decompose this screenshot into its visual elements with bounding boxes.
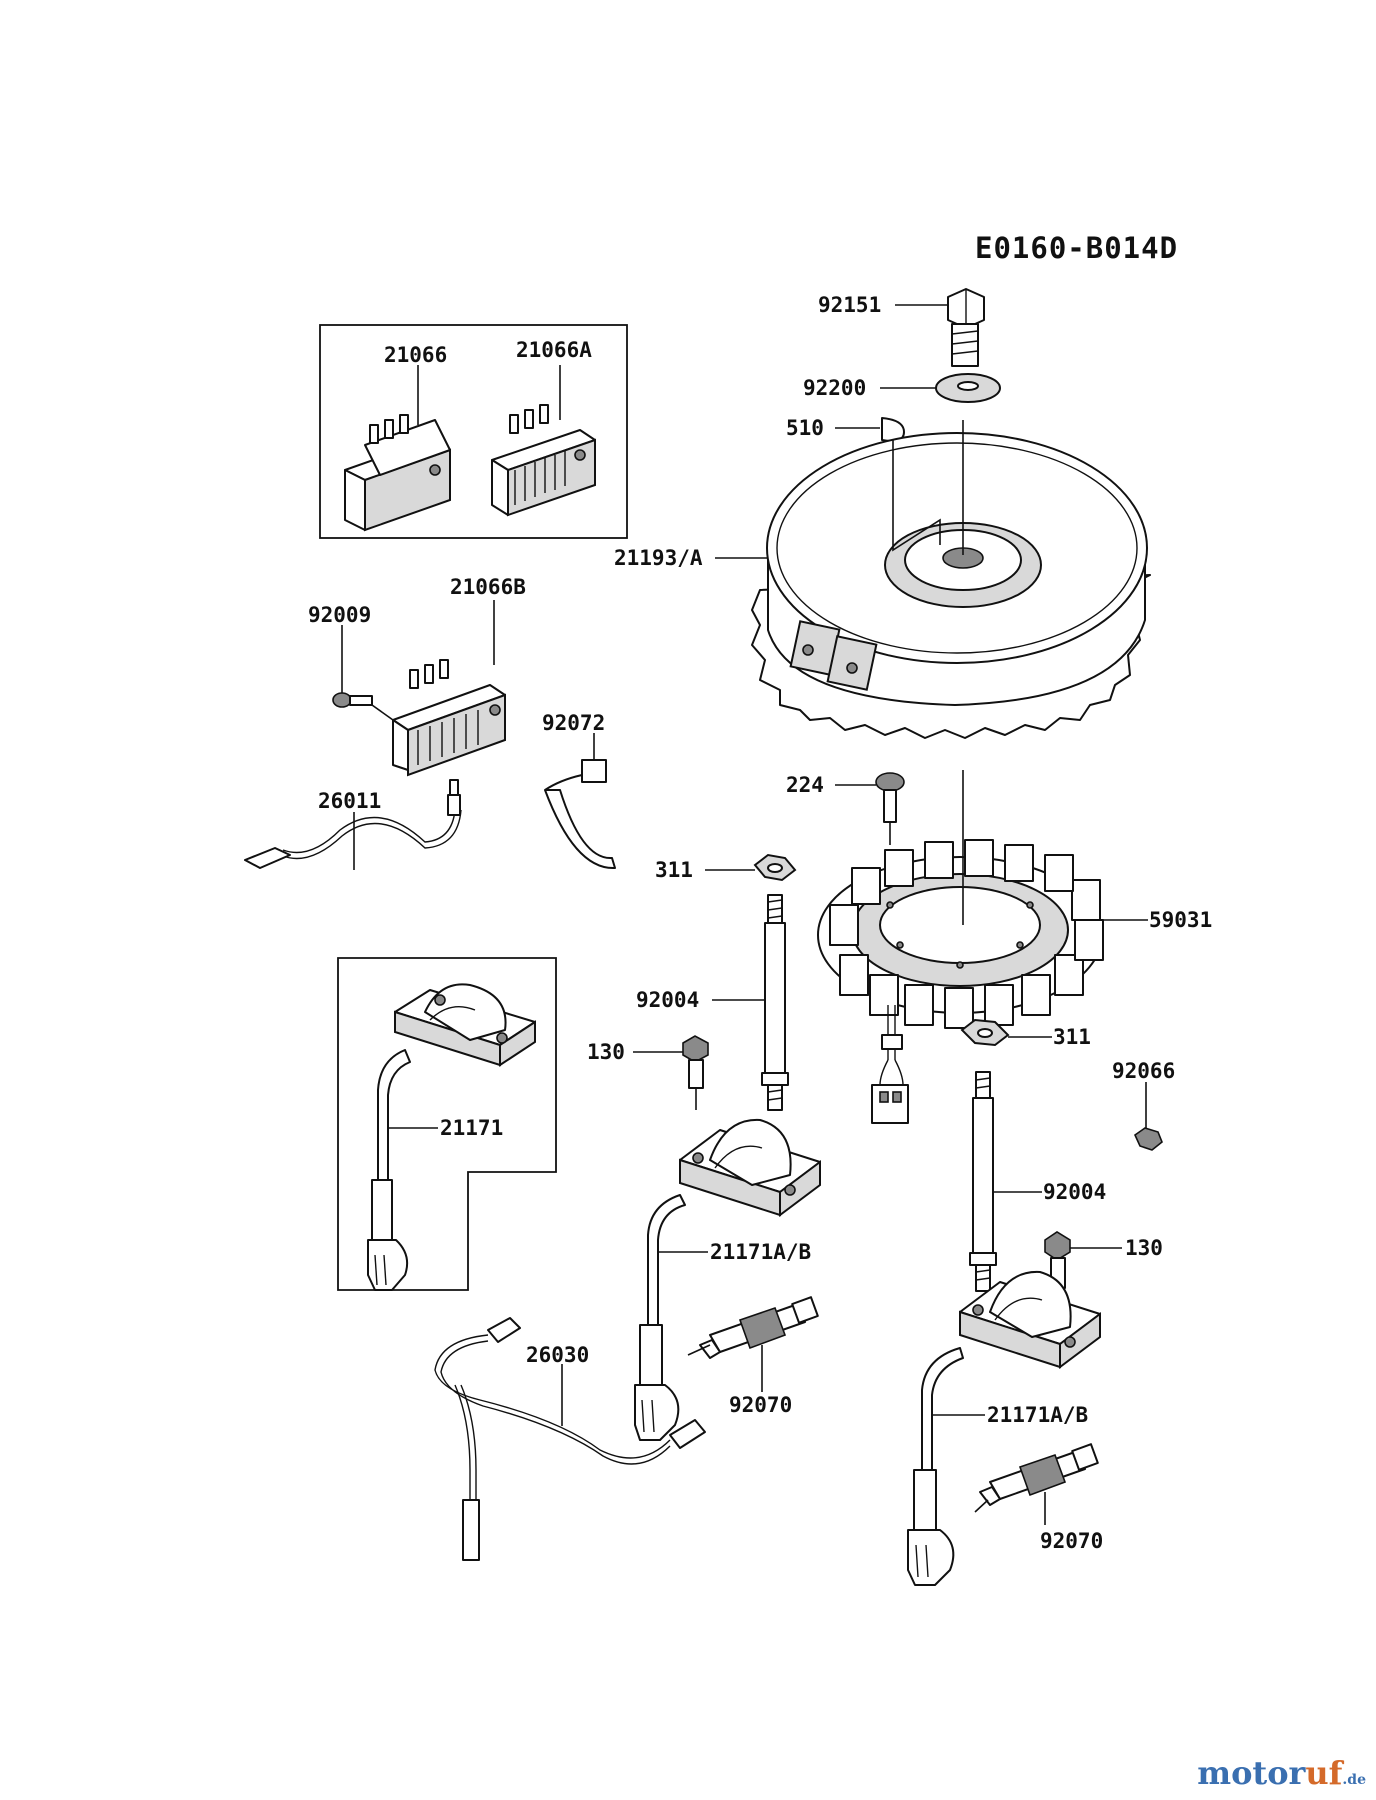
callout-92072: 92072 — [542, 711, 605, 735]
lead-wire-26030-icon — [434, 1317, 706, 1561]
ignition-coil-21171ab-right-icon — [907, 1270, 1101, 1586]
callout-92070-center: 92070 — [729, 1393, 792, 1417]
callout-92004-right: 92004 — [1043, 1180, 1106, 1204]
bolt-130-left-icon — [682, 1035, 709, 1089]
callout-59031: 59031 — [1149, 908, 1212, 932]
nut-311-top-icon — [753, 853, 797, 882]
callout-510: 510 — [786, 416, 824, 440]
ignition-coil-21171-icon — [367, 983, 536, 1291]
callout-26030: 26030 — [526, 1343, 589, 1367]
callout-92151: 92151 — [818, 293, 881, 317]
regulator-group-frame — [319, 324, 628, 539]
bolt-224-icon — [875, 772, 905, 823]
callout-21193a: 21193/A — [614, 546, 703, 570]
callout-224: 224 — [786, 773, 824, 797]
coil-21171-frame — [337, 957, 557, 1291]
callout-21066b: 21066B — [450, 575, 526, 599]
lead-wire-26011-icon — [244, 779, 462, 869]
clamp-92072-icon — [544, 759, 616, 870]
callout-92070-right: 92070 — [1040, 1529, 1103, 1553]
stator-connector-icon — [871, 1005, 909, 1124]
callout-21171ab-right: 21171A/B — [987, 1403, 1088, 1427]
stud-92004-left-icon — [761, 894, 789, 1111]
watermark-part2: uf — [1305, 1754, 1343, 1792]
regulator-21066b-icon — [392, 659, 506, 777]
screw-92009-icon — [332, 692, 373, 708]
callout-130-right: 130 — [1125, 1236, 1163, 1260]
callout-21066a: 21066A — [516, 338, 592, 362]
stud-92004-right-icon — [969, 1071, 997, 1292]
washer-92200-icon — [935, 373, 1001, 403]
regulator-21066-icon — [344, 414, 451, 532]
callout-92004-left: 92004 — [636, 988, 699, 1012]
callout-311-top: 311 — [655, 858, 693, 882]
callout-21066: 21066 — [384, 343, 447, 367]
callout-130-left: 130 — [587, 1040, 625, 1064]
callout-92066: 92066 — [1112, 1059, 1175, 1083]
callout-92200: 92200 — [803, 376, 866, 400]
callout-92009: 92009 — [308, 603, 371, 627]
diagram-reference-code: E0160-B014D — [975, 231, 1178, 265]
watermark-logo: motoruf.de — [1197, 1754, 1366, 1792]
ignition-coil-21171ab-center-icon — [634, 1118, 821, 1441]
spark-plug-92070-right-icon — [979, 1443, 1099, 1506]
nut-92066-icon — [1133, 1127, 1163, 1151]
callout-21171ab-center: 21171A/B — [710, 1240, 811, 1264]
bolt-92151-icon — [947, 288, 985, 367]
watermark-part1: motor — [1197, 1754, 1306, 1792]
watermark-part3: .de — [1342, 1772, 1366, 1788]
stator-59031-icon — [817, 839, 1104, 1029]
spark-plug-92070-center-icon — [699, 1296, 819, 1359]
callout-311-lower: 311 — [1053, 1025, 1091, 1049]
regulator-21066a-icon — [491, 404, 596, 517]
flywheel-21193-icon — [751, 432, 1151, 739]
nut-311-lower-icon — [960, 1018, 1010, 1047]
callout-21171: 21171 — [440, 1116, 503, 1140]
callout-26011: 26011 — [318, 789, 381, 813]
